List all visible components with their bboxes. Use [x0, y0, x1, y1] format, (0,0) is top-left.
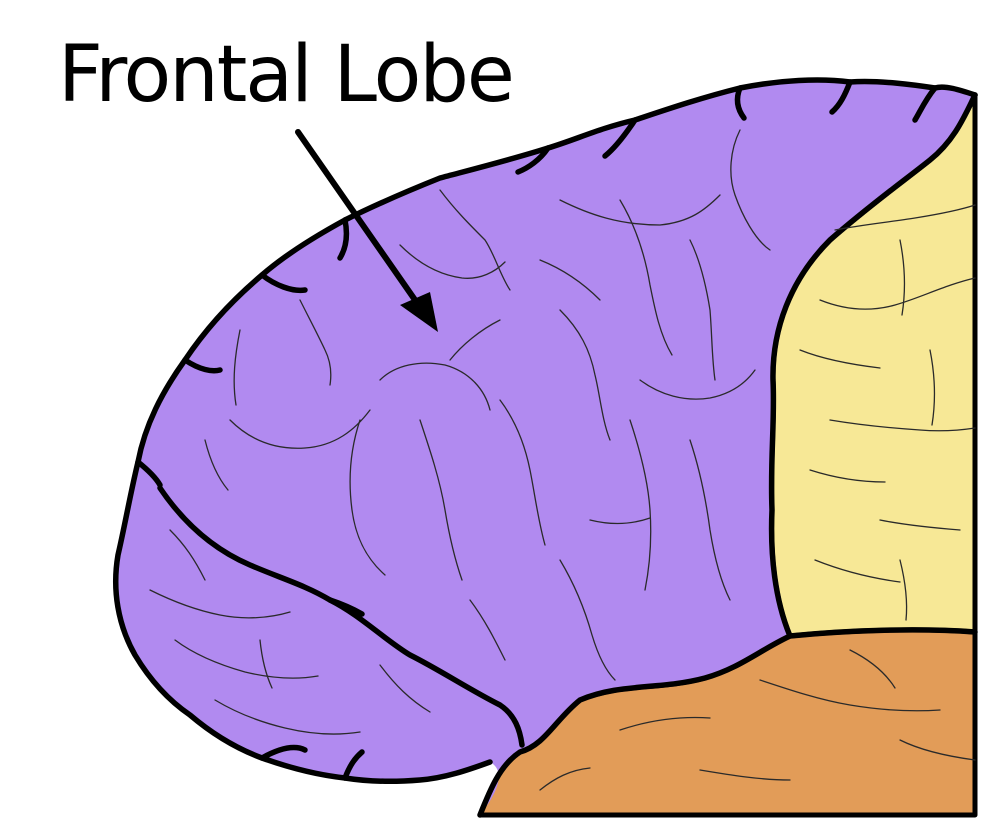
outline-notch	[829, 79, 853, 115]
gyrus-line	[809, 469, 886, 483]
gyrus-line	[439, 189, 511, 291]
gyrus-line	[849, 649, 896, 689]
gyrus-line	[149, 589, 291, 619]
gyrus-line	[899, 239, 906, 316]
gyrus-line	[499, 399, 546, 546]
gyrus-line	[349, 419, 386, 576]
gyrus-line	[419, 419, 463, 581]
orbital-sulcus-outline	[157, 485, 525, 748]
frontal-lobe-region	[115, 80, 975, 815]
gyrus-line	[539, 767, 591, 791]
gyrus-line	[879, 519, 961, 531]
outline-notch	[515, 145, 551, 175]
gyrus-line	[259, 639, 273, 689]
outline-notch	[135, 459, 163, 488]
gyrus-line	[174, 639, 319, 679]
gyrus-line	[399, 244, 506, 279]
central-sulcus-outline	[768, 92, 978, 639]
gyrus-line	[730, 129, 771, 251]
outline-notch	[182, 357, 223, 374]
gyrus-line	[379, 664, 431, 713]
outline-notch	[342, 749, 365, 781]
gyrus-line	[559, 309, 611, 441]
gyrus-line	[449, 319, 501, 361]
gyrus-line	[759, 679, 941, 712]
gyrus-line	[699, 769, 791, 781]
gyrus-line	[899, 739, 976, 761]
gyrus-line	[469, 599, 506, 661]
gyrus-line	[829, 419, 976, 432]
gyrus-line	[204, 439, 229, 491]
gyrus-line	[689, 439, 731, 601]
gyrus-line	[233, 329, 241, 406]
gyrus-line	[834, 204, 976, 231]
gyrus-line	[229, 409, 371, 449]
outline-notch	[327, 597, 365, 617]
outline-notch	[259, 744, 308, 761]
outline-notch	[912, 85, 938, 123]
gyrus-line	[639, 369, 756, 400]
gyrus-line	[629, 419, 652, 591]
gyrus-line	[559, 559, 616, 681]
gyrus-line	[899, 559, 908, 621]
gyrus-line	[819, 277, 976, 310]
gyrus-line	[929, 349, 936, 426]
lateral-fissure-outline	[477, 627, 978, 818]
gyrus-line	[689, 239, 716, 381]
gyrus-line	[299, 299, 332, 386]
gyrus-line	[589, 517, 651, 525]
gyrus-line	[214, 699, 361, 735]
gyrus-line	[539, 259, 601, 301]
outline-notch	[259, 272, 308, 294]
label-arrow-shaft	[295, 129, 425, 313]
gyrus-line	[799, 349, 881, 369]
gyrus-line	[559, 194, 721, 226]
gyrus-line	[619, 716, 711, 731]
gyrus-line	[814, 559, 901, 583]
gyrus-line	[619, 199, 673, 356]
gyrus-line	[169, 529, 206, 581]
outline-notch	[602, 117, 638, 159]
outline-notch	[734, 85, 747, 121]
gyrus-line	[379, 362, 491, 411]
label-arrow-head	[400, 292, 438, 332]
frontal-lobe-label: Frontal Lobe	[58, 30, 513, 120]
outline-notch	[337, 217, 350, 261]
